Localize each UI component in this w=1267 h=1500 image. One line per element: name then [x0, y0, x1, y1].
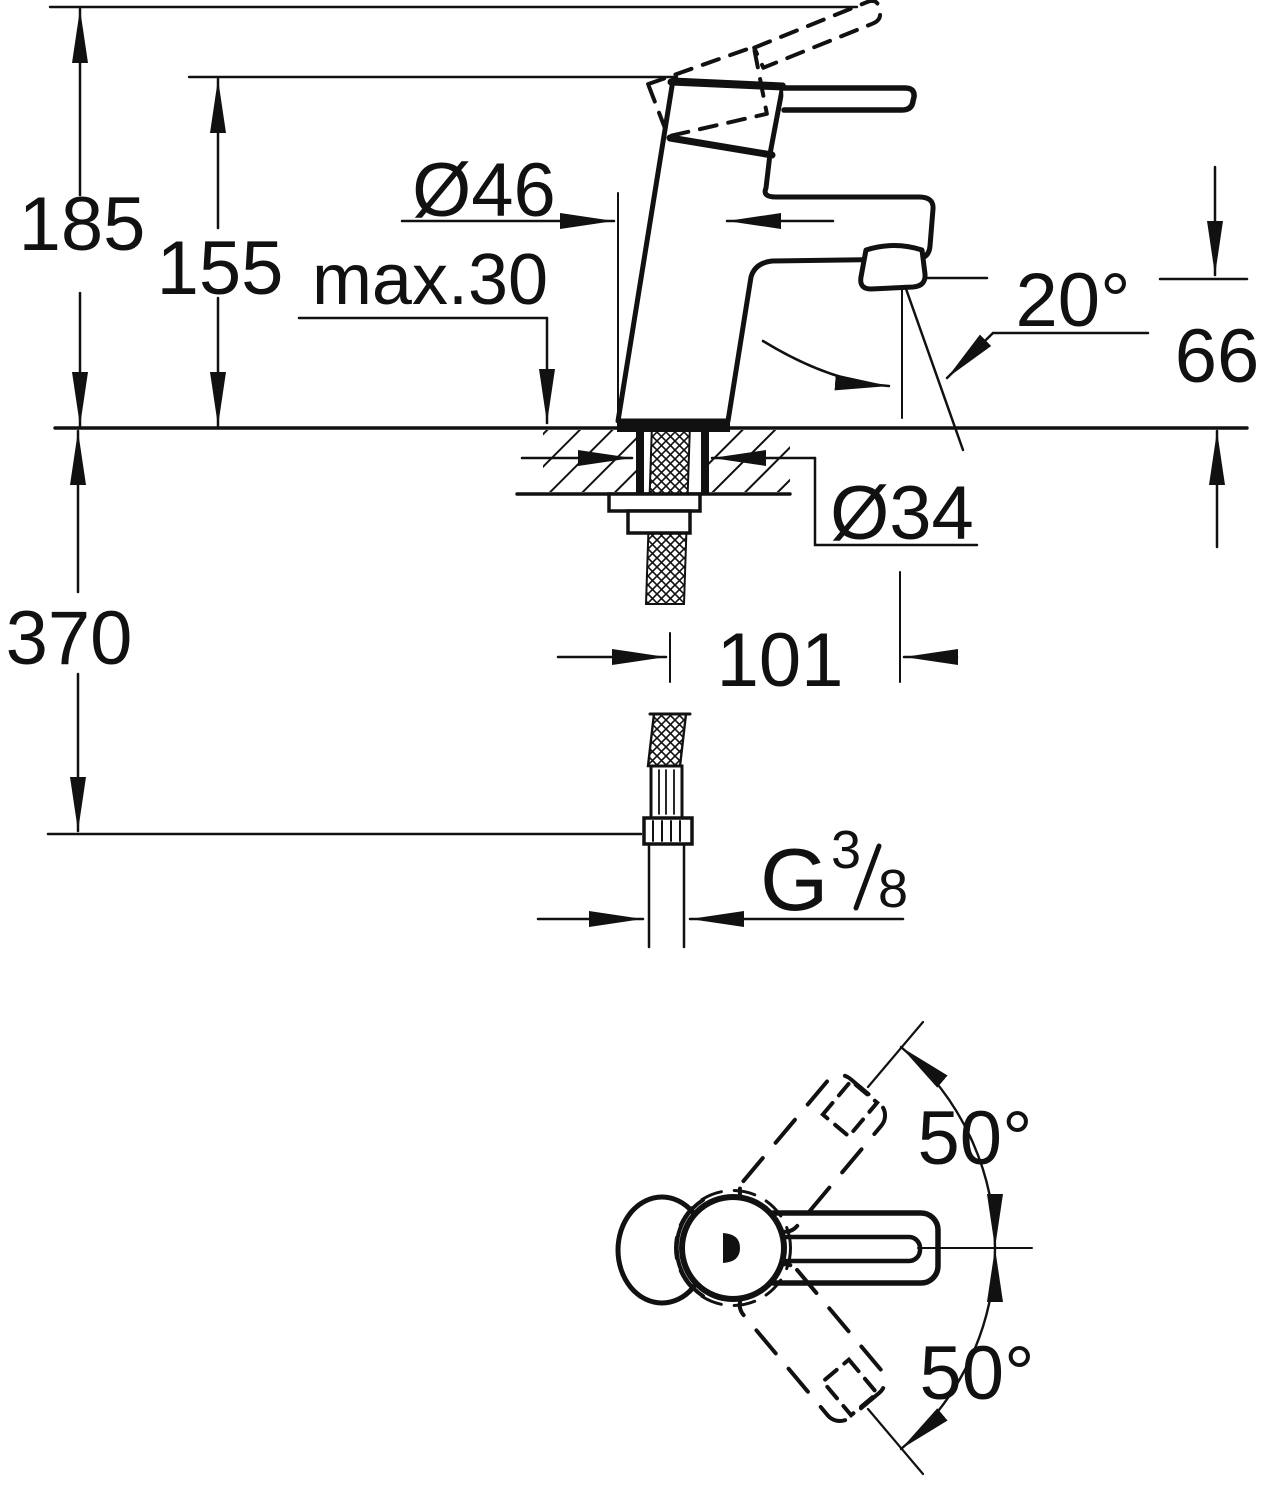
braided-hose-lower [646, 712, 688, 768]
supply-hose [642, 712, 694, 949]
handle-cap-bottom-edge [666, 134, 776, 159]
label-thread-numerator: 3 [831, 820, 861, 880]
label-projection: 101 [717, 618, 844, 703]
thread-fraction-slash [853, 843, 882, 911]
spray-angle-construction [761, 284, 965, 452]
upper-angle-extension-line [866, 1020, 925, 1089]
handle-cap-top-edge [667, 78, 787, 91]
front-view: 185 155 370 Ø46 max.30 Ø34 101 20° 66 G … [6, 0, 1260, 949]
mounting-nut [626, 509, 692, 535]
label-swivel-lower: 50° [920, 1331, 1035, 1416]
stream-angle-line [903, 284, 965, 452]
lever-raised-position-dashed [646, 0, 883, 139]
mounting-washer [607, 492, 702, 513]
label-base-diameter: Ø46 [412, 148, 556, 233]
lever-position-upper-dashed [737, 1073, 888, 1234]
label-spray-angle: 20° [1016, 258, 1131, 343]
lever-pin [723, 1233, 740, 1263]
label-thread-denominator: 8 [878, 859, 908, 919]
base-plate [617, 419, 730, 432]
label-swivel-upper: 50° [918, 1096, 1033, 1181]
hose-union-nut [642, 816, 694, 846]
connection-tube [647, 842, 686, 949]
body-outline [615, 77, 936, 424]
front-view-labels: 185 155 370 Ø46 max.30 Ø34 101 20° 66 G … [6, 148, 1260, 929]
top-view: 50° 50° [615, 1020, 1035, 1476]
faucet-body [615, 0, 936, 432]
dim-d34-leader [813, 456, 979, 547]
housing-dashed-circle [674, 1189, 792, 1307]
lever-handle [780, 85, 917, 113]
lower-angle-extension-line [866, 1407, 925, 1476]
label-thread-prefix: G [760, 830, 828, 929]
label-hole-diameter: Ø34 [830, 471, 974, 556]
dim-20deg-leader [945, 331, 1150, 380]
label-hose-drop: 370 [6, 596, 133, 681]
aerator [858, 243, 928, 292]
top-view-labels: 50° 50° [918, 1096, 1035, 1416]
lever-position-lower-dashed [737, 1262, 888, 1423]
swivel-arc-arrow [761, 339, 891, 391]
dimension-lines [70, 7, 1225, 927]
label-outlet-height: 66 [1175, 314, 1260, 399]
label-body-height: 155 [157, 226, 284, 311]
upper-swivel-arc [899, 1045, 1003, 1250]
label-deck-thickness: max.30 [312, 240, 548, 320]
label-total-height: 185 [19, 182, 146, 267]
lower-swivel-arc [899, 1246, 1003, 1451]
